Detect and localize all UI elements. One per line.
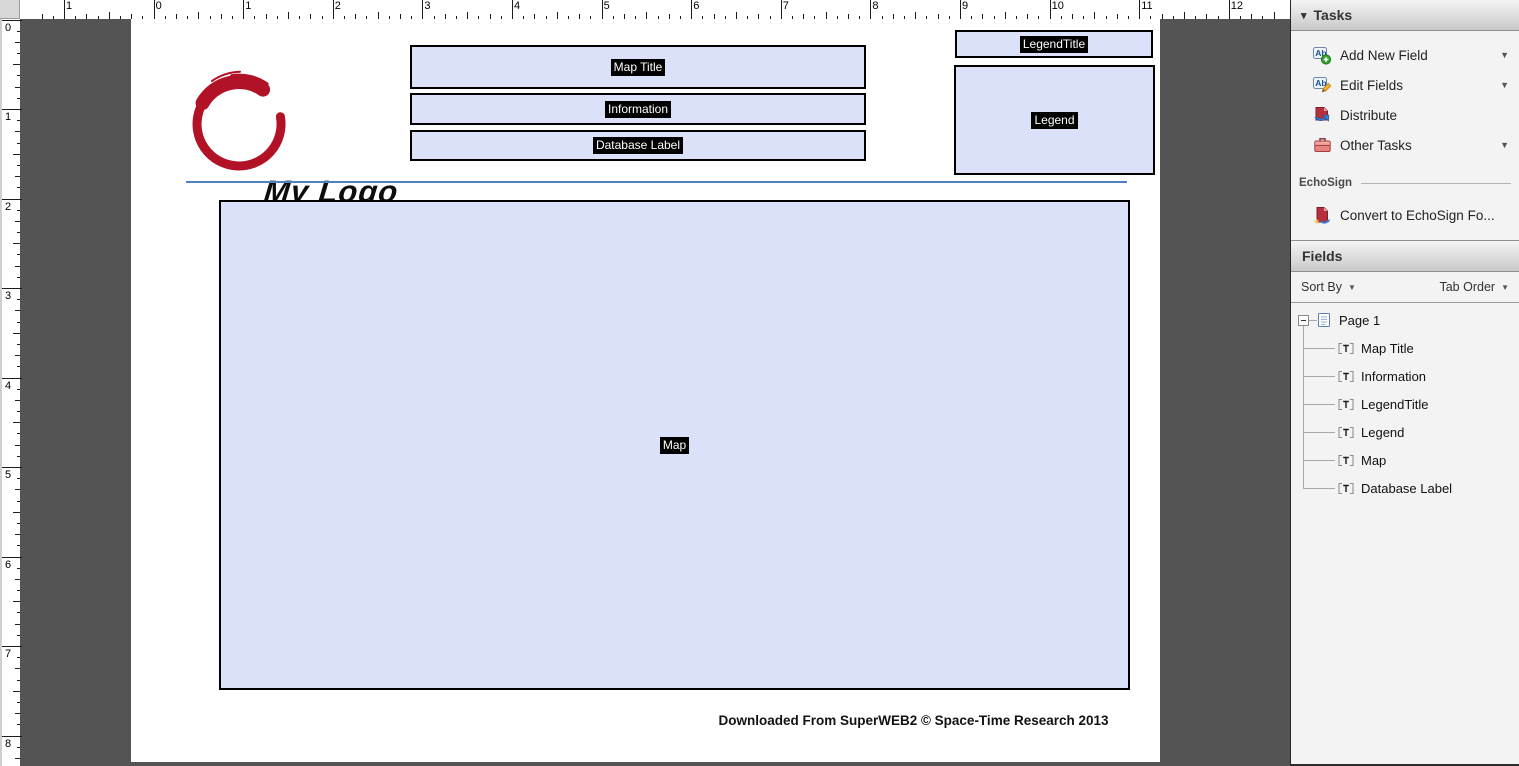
tasks-panel-title: Tasks [1313, 7, 1353, 23]
ruler-number: 4 [5, 379, 12, 392]
add-new-field-icon: Ab [1313, 46, 1332, 65]
collapse-minus-icon[interactable] [1298, 315, 1309, 326]
other-tasks-icon [1313, 136, 1332, 155]
svg-text:Ab: Ab [1315, 78, 1326, 88]
legend-field[interactable]: Legend [954, 65, 1155, 175]
field-label: Map [659, 436, 690, 454]
collapse-triangle-icon: ▾ [1301, 9, 1307, 22]
logo-brush-circle-icon [192, 70, 286, 171]
ruler-number: 7 [5, 648, 12, 660]
ruler-number: 0 [5, 21, 12, 34]
svg-text:Ab: Ab [1315, 48, 1326, 58]
legend-title-field[interactable]: LegendTitle [955, 30, 1153, 58]
ruler-number: 4 [514, 0, 521, 12]
text-field-icon [1338, 342, 1354, 355]
database-label-field[interactable]: Database Label [410, 130, 866, 161]
ruler-number: 8 [5, 737, 12, 750]
ruler-number: 2 [5, 200, 12, 213]
ruler-number: 7 [782, 0, 789, 12]
ruler-number: 3 [5, 290, 12, 302]
ruler-number: 1 [5, 111, 12, 123]
field-tree-item-information[interactable]: Information [1291, 362, 1519, 390]
field-tree-item-legend[interactable]: Legend [1291, 418, 1519, 446]
echosign-section-label: EchoSign [1299, 177, 1353, 189]
echosign-section: EchoSign [1291, 172, 1519, 194]
ruler-number: 11 [1141, 0, 1153, 12]
field-tree-item-legendtitle[interactable]: LegendTitle [1291, 390, 1519, 418]
text-field-icon [1338, 482, 1354, 495]
text-field-icon [1338, 398, 1354, 411]
vertical-ruler: 0 1 2 3 4 5 6 7 8 [0, 0, 22, 766]
information-field[interactable]: Information [410, 93, 866, 125]
field-label: LegendTitle [1019, 35, 1089, 53]
task-other-tasks[interactable]: Other Tasks▼ [1291, 130, 1519, 160]
field-tree-item-map-title[interactable]: Map Title [1291, 334, 1519, 362]
field-tree-item-page-1[interactable]: Page 1 [1291, 306, 1519, 334]
ruler-number: 5 [603, 0, 610, 12]
tree-root-label: Page 1 [1339, 312, 1381, 328]
ruler-number: 6 [693, 0, 700, 12]
text-field-icon [1338, 370, 1354, 383]
dropdown-caret-icon: ▼ [1348, 282, 1356, 292]
dropdown-caret-icon[interactable]: ▼ [1500, 50, 1509, 60]
svg-text:★: ★ [1314, 217, 1321, 225]
dropdown-caret-icon[interactable]: ▼ [1500, 140, 1509, 150]
dropdown-caret-icon[interactable]: ▼ [1500, 80, 1509, 90]
text-field-icon [1338, 454, 1354, 467]
edit-fields-icon: Ab [1313, 76, 1332, 95]
tasks-panel-header[interactable]: ▾ Tasks [1291, 0, 1519, 31]
ruler-number: 3 [424, 0, 431, 12]
field-tree-item-database-label[interactable]: Database Label [1291, 474, 1519, 502]
ruler-number: 10 [1051, 0, 1064, 12]
fields-sort-bar: Sort By ▼ Tab Order ▼ [1291, 272, 1519, 303]
field-label: Database Label [592, 137, 684, 154]
fields-panel-header: Fields [1291, 240, 1519, 272]
sort-by-button[interactable]: Sort By ▼ [1301, 280, 1356, 294]
ruler-number: 0 [155, 0, 162, 12]
map-field[interactable]: Map [219, 200, 1130, 690]
header-divider-line [186, 181, 1127, 183]
my-logo: My Logo [176, 69, 536, 209]
text-field-icon [1338, 426, 1354, 439]
page-icon [1318, 313, 1330, 327]
task-distribute[interactable]: Distribute [1291, 100, 1519, 130]
ruler-number: 5 [5, 469, 12, 481]
map-title-field[interactable]: Map Title [410, 45, 866, 89]
echosign-section-rule [1361, 182, 1511, 184]
field-label: Map Title [610, 58, 666, 76]
field-tree-item-map[interactable]: Map [1291, 446, 1519, 474]
distribute-icon [1313, 106, 1332, 125]
ruler-number: 12 [1230, 0, 1244, 12]
convert-echosign-icon: ★ [1313, 206, 1332, 225]
task-convert-to-echosign[interactable]: ★ Convert to EchoSign Fo... [1313, 206, 1495, 225]
ruler-number: 2 [334, 0, 341, 12]
tab-order-button[interactable]: Tab Order ▼ [1439, 280, 1509, 294]
field-label: Information [604, 100, 672, 118]
field-label: Legend [1031, 111, 1078, 129]
ruler-corner [0, 0, 20, 19]
ruler-number: 9 [962, 0, 969, 12]
dropdown-caret-icon: ▼ [1501, 282, 1509, 292]
ruler-number: 1 [245, 0, 252, 12]
ruler-number: 1 [66, 0, 73, 12]
page-footer-text: Downloaded From SuperWEB2 © Space-Time R… [718, 713, 1109, 728]
fields-panel-title: Fields [1302, 248, 1343, 264]
ruler-number: 6 [5, 558, 12, 571]
ruler-number: 8 [872, 0, 879, 12]
